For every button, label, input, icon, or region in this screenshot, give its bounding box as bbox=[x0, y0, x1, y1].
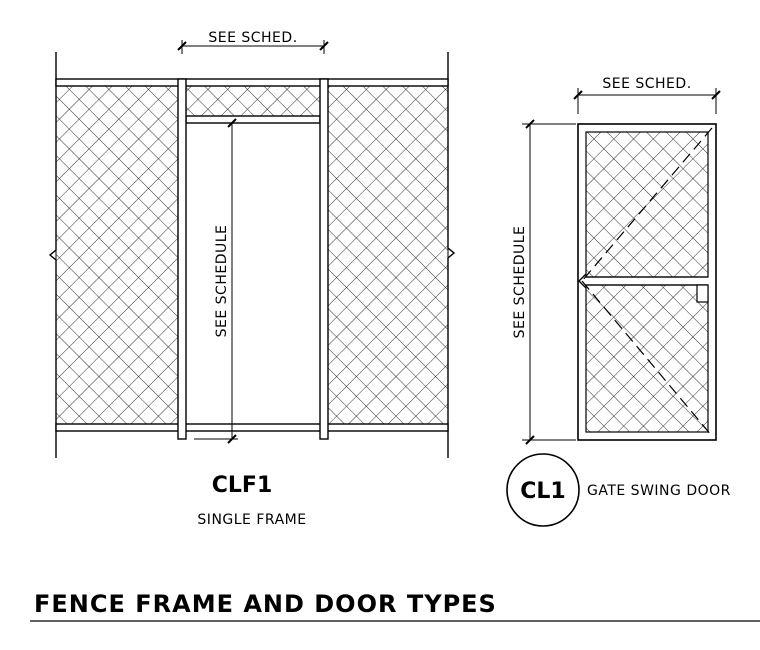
break-line-left bbox=[48, 52, 57, 458]
header-rail bbox=[185, 115, 321, 124]
frame-type-label: CLF1 bbox=[212, 473, 273, 498]
door-type-label: CL1 bbox=[520, 479, 565, 504]
door-elevation-cl1: SEE SCHED. SEE SCHEDULE CL1 GATE SWING D… bbox=[506, 76, 731, 527]
mesh-panel-transom bbox=[185, 85, 321, 117]
dimension-height-right bbox=[522, 119, 576, 445]
frame-elevation-clf1: SEE SCHED. SEE SCHEDULE CLF1 SINGLE FRAM… bbox=[48, 30, 456, 528]
dim-label-height-left: SEE SCHEDULE bbox=[214, 225, 230, 338]
door-handle bbox=[578, 273, 587, 289]
top-rail bbox=[55, 78, 449, 87]
dimension-width-left bbox=[177, 40, 329, 54]
dimension-height-left bbox=[194, 118, 238, 444]
dim-label-width-left: SEE SCHED. bbox=[208, 30, 297, 46]
post-right bbox=[319, 78, 329, 440]
bottom-rail bbox=[55, 423, 449, 432]
break-line-right bbox=[447, 52, 456, 458]
sheet-title: FENCE FRAME AND DOOR TYPES bbox=[34, 590, 497, 618]
dim-label-height-right: SEE SCHEDULE bbox=[512, 226, 528, 339]
door-type-description: GATE SWING DOOR bbox=[587, 483, 731, 499]
mesh-panel-right bbox=[327, 85, 449, 425]
dimension-width-right bbox=[573, 88, 721, 114]
door-latch bbox=[696, 284, 709, 303]
door-tag-circle bbox=[506, 453, 580, 527]
post-left bbox=[177, 78, 187, 440]
mesh-panel-left bbox=[55, 85, 179, 425]
dim-label-width-right: SEE SCHED. bbox=[602, 76, 691, 92]
frame-type-description: SINGLE FRAME bbox=[197, 512, 306, 528]
